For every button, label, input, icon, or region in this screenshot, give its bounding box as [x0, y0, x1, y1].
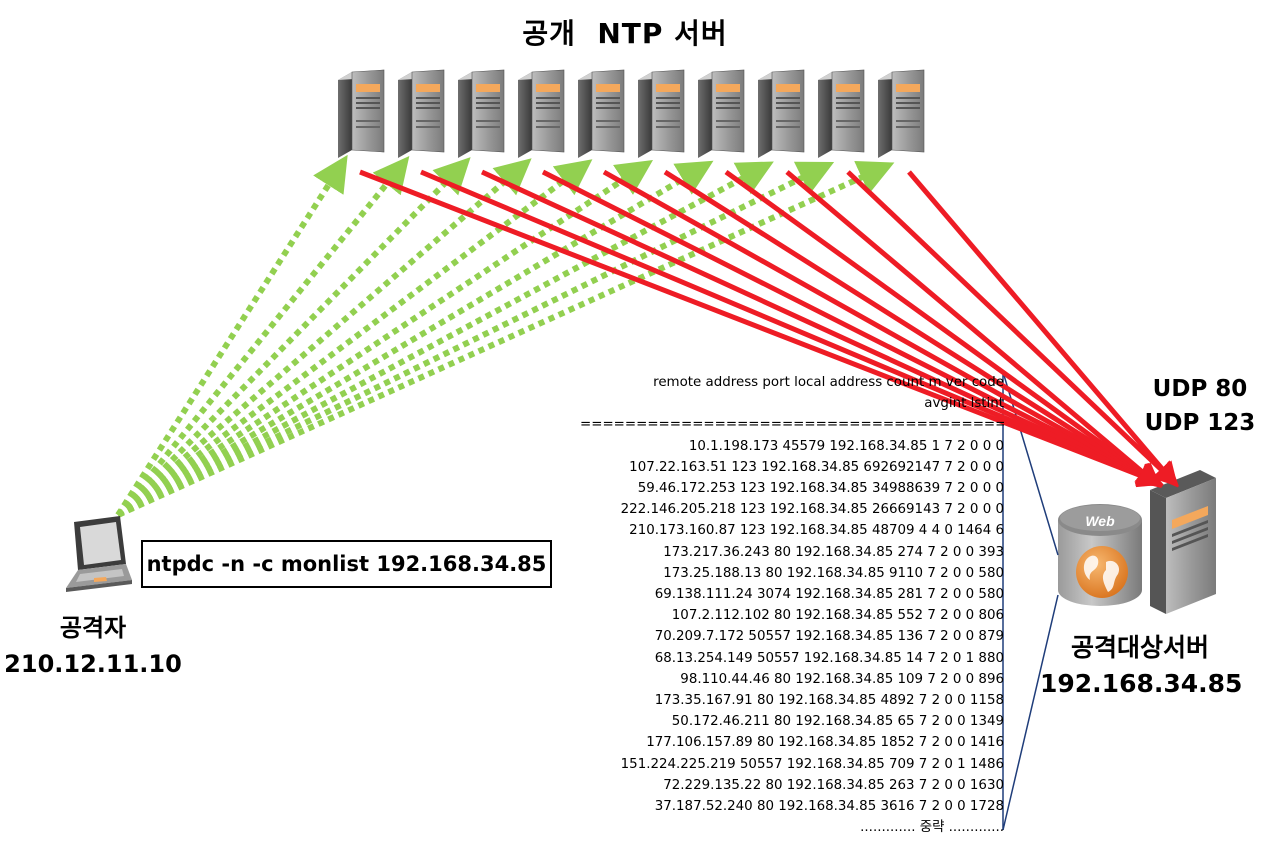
monlist-header-line: avgint lstint: [924, 396, 1004, 412]
request-arrow: [115, 157, 471, 518]
port-udp-80: UDP 80: [1152, 376, 1248, 402]
command-box: ntpdc -n -c monlist 192.168.34.85: [141, 540, 552, 588]
monlist-row: 173.217.36.243 80 192.168.34.85 274 7 2 …: [663, 544, 1004, 560]
monlist-output: remote address port local address count …: [580, 372, 1004, 838]
monlist-row: 210.173.160.87 123 192.168.34.85 48709 4…: [629, 523, 1004, 539]
monlist-row: 173.35.167.91 80 192.168.34.85 4892 7 2 …: [654, 693, 1004, 709]
web-label: Web: [1085, 513, 1115, 529]
target-ip: 192.168.34.85: [1040, 669, 1243, 698]
monlist-row: 107.2.112.102 80 192.168.34.85 552 7 2 0…: [671, 608, 1004, 624]
monlist-row: 50.172.46.211 80 192.168.34.85 65 7 2 0 …: [671, 714, 1004, 730]
response-arrow: [663, 169, 1163, 487]
ntp-server-icon: [578, 69, 625, 158]
monlist-row: 72.229.135.22 80 192.168.34.85 263 7 2 0…: [663, 777, 1004, 793]
response-arrow: [724, 169, 1163, 488]
monlist-row: 177.106.157.89 80 192.168.34.85 1852 7 2…: [646, 735, 1004, 751]
target-label: 공격대상서버 192.168.34.85: [1040, 630, 1243, 702]
monlist-row: 98.110.44.46 80 192.168.34.85 109 7 2 0 …: [680, 671, 1004, 687]
attacker-ip: 210.12.11.10: [4, 650, 182, 678]
request-arrow: [115, 156, 410, 517]
response-arrow: [480, 169, 1164, 487]
diagram-title: 공개 NTP 서버: [522, 17, 728, 50]
monlist-header-line: remote address port local address count …: [653, 375, 1004, 390]
ntp-server-icon: [338, 69, 385, 158]
monlist-rows: 10.1.198.173 45579 192.168.34.85 1 7 2 0…: [580, 436, 1004, 818]
response-arrow: [420, 169, 1164, 487]
monlist-row: 37.187.52.240 80 192.168.34.85 3616 7 2 …: [654, 799, 1004, 815]
monlist-row: 151.224.225.219 50557 192.168.34.85 709 …: [620, 756, 1004, 772]
monlist-row: 107.22.163.51 123 192.168.34.85 69269214…: [629, 459, 1004, 475]
response-arrow: [846, 170, 1180, 487]
response-arrow: [907, 170, 1179, 488]
monlist-row: 59.46.172.253 123 192.168.34.85 34988639…: [637, 481, 1004, 497]
ntp-server-row: [338, 69, 925, 158]
ntp-server-icon: [758, 69, 805, 158]
monlist-row: 68.13.254.149 50557 192.168.34.85 14 7 2…: [654, 650, 1004, 666]
request-arrow: [116, 160, 653, 518]
attacker-label: 공격자 210.12.11.10: [0, 610, 186, 682]
command-text: ntpdc -n -c monlist 192.168.34.85: [146, 552, 547, 576]
monlist-row: 69.138.111.24 3074 192.168.34.85 281 7 2…: [654, 587, 1004, 603]
monlist-separator: ========================================…: [580, 417, 1004, 433]
response-arrow: [602, 169, 1163, 487]
monlist-row: 173.25.188.13 80 192.168.34.85 9110 7 2 …: [663, 565, 1004, 581]
target-server-icon: Web: [1058, 470, 1216, 614]
monlist-row: 222.146.205.218 123 192.168.34.85 266691…: [620, 502, 1004, 518]
port-label: UDP 80 UDP 123: [1130, 372, 1270, 440]
ntp-server-icon: [638, 69, 685, 158]
ntp-server-icon: [518, 69, 565, 158]
request-arrow: [115, 154, 348, 517]
ntp-server-icon: [698, 69, 745, 158]
monlist-row: 70.209.7.172 50557 192.168.34.85 136 7 2…: [654, 629, 1004, 645]
monlist-row: 10.1.198.173 45579 192.168.34.85 1 7 2 0…: [688, 438, 1004, 454]
response-arrow: [541, 169, 1164, 486]
ntp-server-icon: [398, 69, 445, 158]
attacker-name: 공격자: [59, 614, 127, 642]
monlist-footer: ............. 중략 .............: [860, 820, 1004, 836]
port-udp-123: UDP 123: [1144, 410, 1256, 436]
response-arrow: [785, 170, 1162, 489]
laptop-icon: [66, 516, 132, 592]
response-arrow: [359, 169, 1164, 488]
response-arrows: [359, 169, 1180, 489]
request-arrow: [116, 159, 593, 518]
request-arrow: [116, 158, 532, 518]
ntp-server-icon: [878, 69, 925, 158]
ntp-server-icon: [818, 69, 865, 158]
target-name: 공격대상서버: [1070, 633, 1209, 662]
ntp-server-icon: [458, 69, 505, 158]
